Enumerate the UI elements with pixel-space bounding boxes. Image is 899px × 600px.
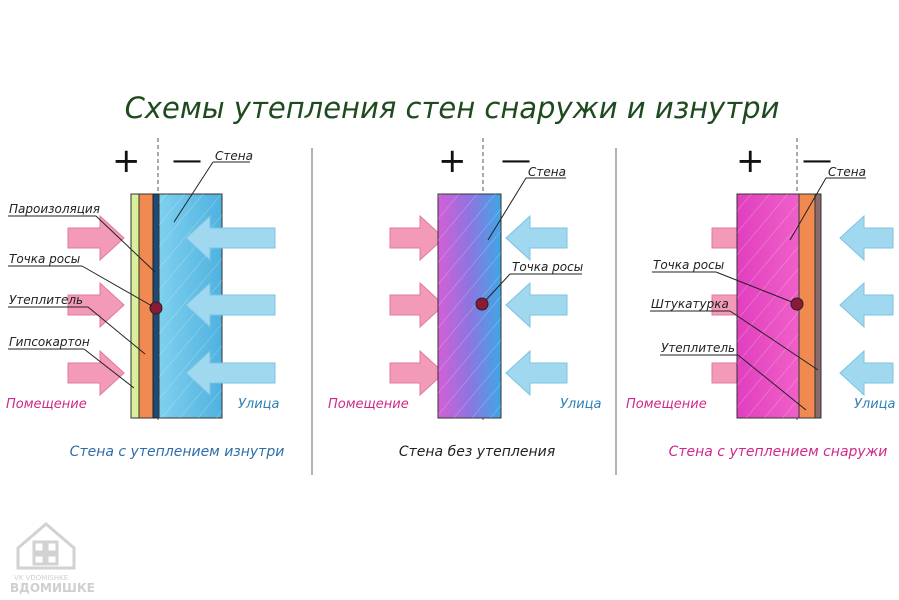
plus-sign: + bbox=[736, 141, 765, 181]
label-drywall: Гипсокартон bbox=[9, 335, 90, 349]
leader-lines bbox=[8, 161, 250, 389]
outside-arrows bbox=[185, 214, 276, 397]
leader-lines bbox=[650, 177, 866, 411]
dew-point-marker bbox=[149, 301, 163, 315]
panel-caption: Стена с утеплением снаружи bbox=[669, 444, 888, 460]
minus-sign: — bbox=[802, 143, 832, 178]
room-label: Помещение bbox=[6, 397, 87, 412]
minus-sign: — bbox=[172, 143, 202, 178]
minus-sign: — bbox=[501, 143, 531, 178]
panel-no-insulation: + — Стена Точка росы Помещение Улица Сте… bbox=[328, 138, 602, 460]
leader-lines bbox=[485, 177, 582, 301]
label-wall: Стена bbox=[215, 149, 253, 163]
label-insulation: Утеплитель bbox=[661, 341, 735, 355]
panel-inside-insulation: + — Стена Пароизоляц bbox=[6, 138, 284, 460]
label-vapor-barrier: Пароизоляция bbox=[9, 202, 100, 216]
street-label: Улица bbox=[238, 397, 280, 412]
street-label: Улица bbox=[560, 397, 602, 412]
house-icon bbox=[16, 522, 76, 570]
dew-point-marker bbox=[475, 297, 489, 311]
plaster-layer bbox=[814, 193, 822, 419]
label-wall: Стена bbox=[828, 165, 866, 179]
label-dew-point: Точка росы bbox=[9, 252, 80, 266]
room-label: Помещение bbox=[626, 397, 707, 412]
outside-arrows bbox=[505, 214, 568, 397]
room-label: Помещение bbox=[328, 397, 409, 412]
plus-sign: + bbox=[438, 141, 467, 181]
label-plaster: Штукатурка bbox=[651, 297, 729, 311]
street-label: Улица bbox=[854, 397, 896, 412]
outside-arrows bbox=[839, 214, 894, 397]
plus-sign: + bbox=[112, 141, 141, 181]
inside-arrows bbox=[389, 214, 445, 397]
logo-small-text: VK VDOMISHKE bbox=[14, 574, 68, 582]
label-dew-point: Точка росы bbox=[512, 260, 583, 274]
drywall-layer bbox=[130, 193, 140, 419]
diagram-title: Схемы утепления стен снаружи и изнутри bbox=[125, 91, 780, 125]
panel-outside-insulation: + — Стена Точка росы Штукатурка Утеплите… bbox=[626, 138, 896, 460]
panel-caption: Стена с утеплением изнутри bbox=[70, 444, 285, 460]
logo-text: ВДОМИШКЕ bbox=[10, 581, 95, 595]
site-logo: VK VDOMISHKE ВДОМИШКЕ bbox=[10, 522, 95, 595]
label-insulation: Утеплитель bbox=[9, 293, 83, 307]
dew-point-marker bbox=[790, 297, 804, 311]
inside-arrows bbox=[67, 214, 125, 397]
panel-caption: Стена без утепления bbox=[399, 444, 555, 460]
label-wall: Стена bbox=[528, 165, 566, 179]
label-dew-point: Точка росы bbox=[653, 258, 724, 272]
